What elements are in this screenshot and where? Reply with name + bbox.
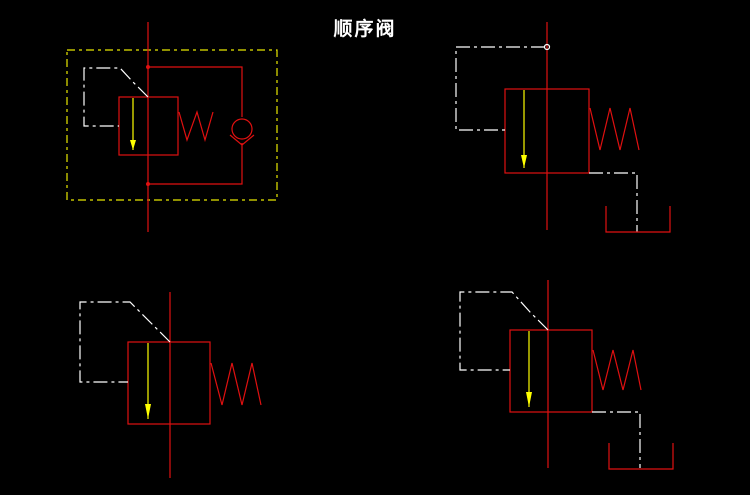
symbol-sequence-valve-with-check (66, 22, 278, 232)
pilot-line (455, 46, 545, 131)
valve-body (509, 329, 593, 413)
flow-arrow-head (521, 155, 527, 168)
spring-icon (592, 349, 642, 391)
symbol-external-pilot-external-drain (455, 22, 671, 233)
pilot-line (459, 291, 549, 371)
drain-line (589, 172, 638, 232)
tank-icon (608, 443, 674, 470)
enclosure-box (66, 49, 278, 201)
flow-arrow-head (145, 404, 151, 419)
check-valve-icon (231, 118, 253, 140)
check-valve-seat (229, 134, 255, 146)
flow-arrow-head (526, 392, 532, 407)
diagram-title: 顺序阀 (333, 18, 397, 40)
bypass-line-lower (148, 143, 243, 185)
valve-body (504, 88, 590, 174)
spring-icon (589, 107, 640, 151)
spring-icon (210, 362, 262, 406)
pilot-line (79, 301, 171, 383)
drain-line (592, 411, 641, 468)
symbol-internal-pilot-internal-drain (79, 292, 262, 478)
spring-icon (178, 110, 214, 143)
valve-body (127, 341, 211, 425)
flow-arrow-head (130, 140, 136, 150)
pilot-line (83, 67, 149, 127)
tank-icon (605, 206, 671, 233)
symbol-internal-pilot-external-drain (459, 280, 674, 470)
bypass-line (148, 66, 243, 117)
